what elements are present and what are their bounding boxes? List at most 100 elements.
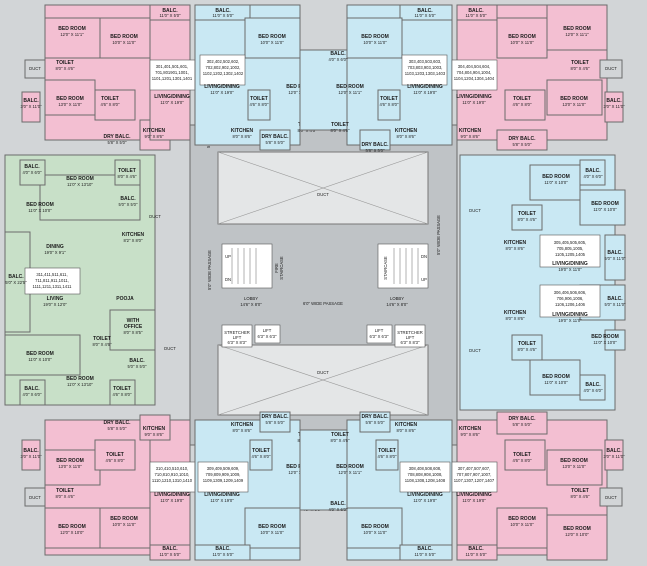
svg-text:13'0" X 11'0": 13'0" X 11'0" (58, 102, 82, 107)
right-passage-label: 5'0" WIDE PASSAGE (436, 215, 441, 255)
svg-text:11'0" X 19'0": 11'0" X 19'0" (160, 498, 184, 503)
svg-text:BED ROOM: BED ROOM (58, 26, 86, 32)
svg-text:LIVING/DINING: LIVING/DINING (407, 492, 443, 498)
svg-text:706,906,1006,: 706,906,1006, (557, 296, 584, 301)
svg-text:10'0" X 11'0": 10'0" X 11'0" (510, 522, 534, 527)
unit-bottom-left-pink (21, 414, 196, 561)
svg-text:13'0" X 11'0": 13'0" X 11'0" (562, 464, 586, 469)
svg-text:DRY BALC.: DRY BALC. (362, 414, 390, 420)
svg-text:TOILET: TOILET (378, 448, 396, 454)
svg-text:LIVING/DINING: LIVING/DINING (456, 492, 492, 498)
svg-text:LIVING/DINING: LIVING/DINING (552, 261, 588, 267)
svg-text:4'6" X 8'0": 4'6" X 8'0" (512, 102, 532, 107)
svg-text:11'0" X 10'0": 11'0" X 10'0" (28, 357, 52, 362)
svg-text:BALC.: BALC. (330, 51, 346, 57)
svg-text:BED ROOM: BED ROOM (591, 334, 619, 340)
svg-text:LIFT: LIFT (263, 328, 272, 333)
svg-text:BED ROOM: BED ROOM (26, 202, 54, 208)
center-passage-label: 6'0" WIDE PASSAGE (303, 301, 343, 306)
svg-text:702,802,902,1002,: 702,802,902,1002, (206, 65, 241, 70)
svg-text:19'0" X 9'1": 19'0" X 9'1" (44, 250, 66, 255)
svg-text:704,804,904,1004,: 704,804,904,1004, (457, 70, 492, 75)
svg-text:BALC.: BALC. (417, 546, 433, 552)
svg-text:8'2" X 8'0": 8'2" X 8'0" (123, 238, 143, 243)
svg-text:KITCHEN: KITCHEN (143, 426, 166, 432)
unit-bottom-right-blue (299, 411, 453, 561)
svg-text:11'0" X 5'0": 11'0" X 5'0" (212, 13, 234, 18)
stretcher-lift-left (221, 324, 253, 348)
svg-text:STRETCHER: STRETCHER (224, 330, 250, 335)
svg-text:10'0" X 11'0": 10'0" X 11'0" (363, 40, 387, 45)
svg-text:KITCHEN: KITCHEN (504, 310, 527, 316)
svg-text:1103,1203,1303,1403: 1103,1203,1303,1403 (405, 71, 446, 76)
svg-text:KITCHEN: KITCHEN (143, 128, 166, 134)
svg-text:9'0" X 8'6": 9'0" X 8'6" (144, 134, 164, 139)
svg-text:BED ROOM: BED ROOM (560, 458, 588, 464)
svg-text:1106,1206,1406: 1106,1206,1406 (555, 302, 586, 307)
lobby-right-label: LOBBY (390, 296, 404, 301)
svg-text:311,411,511,611,: 311,411,511,611, (36, 272, 67, 277)
svg-text:5'8" X 5'0": 5'8" X 5'0" (365, 148, 385, 153)
svg-text:302,402,502,602,: 302,402,502,602, (207, 59, 240, 64)
left-passage-label: 5'0" WIDE PASSAGE (207, 250, 212, 290)
svg-text:DRY BALC.: DRY BALC. (104, 420, 132, 426)
svg-text:11'0" X 10'0": 11'0" X 10'0" (544, 380, 568, 385)
svg-text:309,409,509,609,: 309,409,509,609, (207, 466, 240, 471)
svg-text:TOILET: TOILET (513, 452, 531, 458)
svg-text:DUCT: DUCT (29, 495, 41, 500)
svg-text:8'0" X 8'6": 8'0" X 8'6" (232, 428, 252, 433)
svg-text:305,405,505,605,: 305,405,505,605, (554, 240, 587, 245)
svg-text:LIVING/DINING: LIVING/DINING (456, 94, 492, 100)
svg-text:11'0" X 10'0": 11'0" X 10'0" (593, 340, 617, 345)
svg-text:BED ROOM: BED ROOM (508, 516, 536, 522)
svg-text:TOILET: TOILET (518, 341, 536, 347)
svg-text:BED ROOM: BED ROOM (361, 34, 389, 40)
lift-right (366, 324, 393, 344)
svg-text:BALC.: BALC. (607, 296, 623, 302)
svg-text:4'0" X 6'0": 4'0" X 6'0" (328, 57, 348, 62)
fire-label: FIRE (274, 263, 279, 273)
svg-text:DINING: DINING (46, 244, 64, 250)
main-stair-up: UP (421, 277, 427, 282)
svg-text:11'0" X 19'0": 11'0" X 19'0" (210, 498, 234, 503)
svg-text:4'6" X 8'0": 4'6" X 8'0" (512, 458, 532, 463)
svg-text:5'8" X 5'0": 5'8" X 5'0" (107, 140, 127, 145)
svg-text:TOILET: TOILET (106, 452, 124, 458)
svg-text:1111,1211,1311,1411: 1111,1211,1311,1411 (33, 284, 73, 289)
svg-text:BED ROOM: BED ROOM (361, 524, 389, 530)
svg-text:9'0" X 8'6": 9'0" X 8'6" (460, 134, 480, 139)
svg-text:5'8" X 5'0": 5'8" X 5'0" (107, 426, 127, 431)
svg-text:5'8" X 5'0": 5'8" X 5'0" (512, 422, 532, 427)
svg-text:BED ROOM: BED ROOM (563, 526, 591, 532)
svg-text:6'3" X 6'3": 6'3" X 6'3" (257, 334, 277, 339)
svg-text:710,810,910,1010,: 710,810,910,1010, (155, 472, 190, 477)
svg-text:5'0" X 5'0": 5'0" X 5'0" (127, 364, 147, 369)
svg-text:6'3" X 8'3": 6'3" X 8'3" (400, 340, 420, 345)
svg-text:11'0" X 10'0": 11'0" X 10'0" (544, 180, 568, 185)
svg-text:19'0" X 12'0": 19'0" X 12'0" (43, 302, 67, 307)
svg-text:KITCHEN: KITCHEN (504, 240, 527, 246)
svg-text:BED ROOM: BED ROOM (56, 96, 84, 102)
svg-text:10'0" X 11'0": 10'0" X 11'0" (260, 40, 284, 45)
svg-text:4'0" X 6'0": 4'0" X 6'0" (583, 388, 603, 393)
svg-text:BED ROOM: BED ROOM (542, 174, 570, 180)
svg-text:BED ROOM: BED ROOM (258, 524, 286, 530)
svg-text:DRY BALC.: DRY BALC. (262, 134, 290, 140)
svg-text:BED ROOM: BED ROOM (56, 458, 84, 464)
svg-text:DRY BALC.: DRY BALC. (104, 134, 132, 140)
svg-text:8'0" X 4'6": 8'0" X 4'6" (330, 128, 350, 133)
svg-text:DRY BALC.: DRY BALC. (362, 142, 390, 148)
svg-text:BALC.: BALC. (120, 196, 136, 202)
svg-text:11'0" X 5'0": 11'0" X 5'0" (212, 552, 234, 557)
svg-text:TOILET: TOILET (250, 96, 268, 102)
svg-text:11'0" X 5'0": 11'0" X 5'0" (465, 552, 487, 557)
svg-text:BED ROOM: BED ROOM (336, 84, 364, 90)
svg-text:KITCHEN: KITCHEN (459, 426, 482, 432)
svg-text:6'3" X 8'3": 6'3" X 8'3" (227, 340, 247, 345)
svg-text:BED ROOM: BED ROOM (508, 34, 536, 40)
svg-text:11'0" X 19'0": 11'0" X 19'0" (160, 100, 184, 105)
svg-text:11'0" X 19'0": 11'0" X 19'0" (210, 90, 234, 95)
svg-text:12'0" X 11'1": 12'0" X 11'1" (338, 470, 362, 475)
svg-text:11'0" X 13'10": 11'0" X 13'10" (67, 382, 93, 387)
